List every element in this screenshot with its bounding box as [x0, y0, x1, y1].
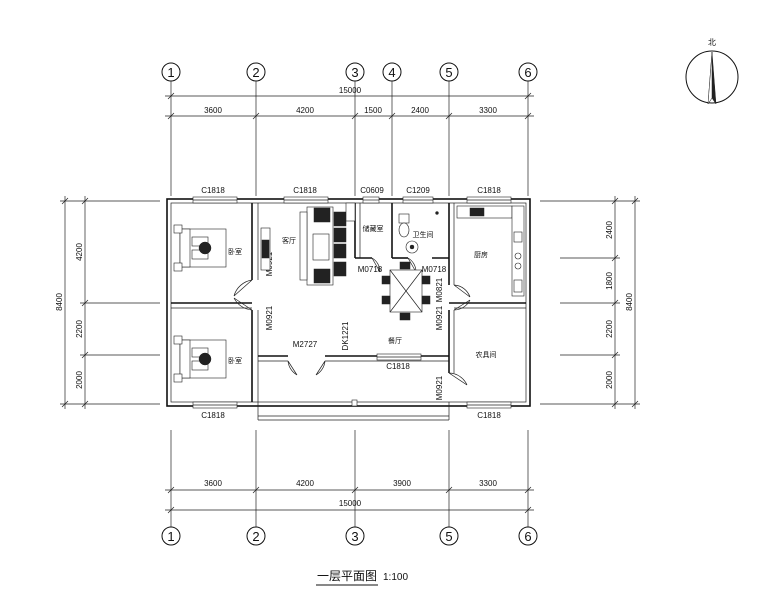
right-total-dimension: 8400	[625, 293, 634, 311]
left-dimension-lines	[60, 196, 160, 409]
window-label-c1818-bottom-1: C1818	[201, 411, 225, 420]
right-dimension-3: 2200	[605, 320, 614, 338]
door-label-m0718-b: M0718	[422, 265, 447, 274]
window-label-c1818-top-5: C1818	[477, 186, 501, 195]
window-label-c1818-top-1: C1818	[201, 186, 225, 195]
window-label-c1209: C1209	[406, 186, 430, 195]
top-axis-bubbles: 1 2 3 4 5 6	[161, 62, 538, 82]
window-label-c1818-top-2: C1818	[293, 186, 317, 195]
dining-table	[381, 261, 431, 321]
drawing-title-text: 一层平面图	[317, 569, 377, 583]
door-label-m0921-b: M0921	[265, 305, 274, 330]
top-dimension-1: 3600	[204, 106, 222, 115]
room-label-kitchen: 厨房	[474, 250, 488, 259]
door-label-m0821: M0821	[435, 277, 444, 302]
door-label-m0921-c: M0921	[435, 305, 444, 330]
windows	[192, 196, 512, 409]
drawing-title: 一层平面图 1:100	[316, 569, 408, 586]
axis-bubble-bottom-6: 6	[524, 529, 531, 544]
bottom-dimension-4: 3300	[479, 479, 497, 488]
top-dimension-3: 1500	[364, 106, 382, 115]
axis-bubble-top-2: 2	[252, 65, 259, 80]
room-label-living: 客厅	[282, 236, 296, 245]
axis-bubble-bottom-2: 2	[252, 529, 259, 544]
bottom-total-dimension: 15000	[339, 499, 362, 508]
drawing-scale: 1:100	[383, 572, 408, 583]
bottom-dimension-lines	[165, 430, 534, 527]
room-label-farm-tools: 农具间	[476, 350, 497, 359]
door-label-dk1221: DK1221	[341, 321, 350, 350]
right-dimension-lines	[540, 196, 640, 409]
top-dimension-5: 3300	[479, 106, 497, 115]
axis-bubble-bottom-3: 3	[351, 529, 358, 544]
bottom-axis-bubbles: 1 2 3 5 6	[161, 526, 538, 546]
room-label-bedroom-2: 卧室	[228, 356, 242, 365]
axis-bubble-top-5: 5	[445, 65, 452, 80]
north-arrow: 北	[685, 38, 739, 105]
door-label-m0718-a: M0718	[358, 265, 383, 274]
north-label: 北	[708, 38, 716, 47]
right-dimension-4: 2000	[605, 371, 614, 389]
left-dimension-3: 2000	[75, 371, 84, 389]
door-swings	[233, 257, 471, 386]
window-label-c1818-bottom-2: C1818	[477, 411, 501, 420]
top-total-dimension: 15000	[339, 86, 362, 95]
bottom-dimension-2: 4200	[296, 479, 314, 488]
window-label-c0609: C0609	[360, 186, 384, 195]
bed-2	[173, 335, 227, 383]
left-dimension-1: 4200	[75, 243, 84, 261]
top-dimension-2: 4200	[296, 106, 314, 115]
room-label-storage: 储藏室	[363, 224, 384, 233]
axis-bubble-top-6: 6	[524, 65, 531, 80]
tv-cabinet	[260, 227, 271, 271]
bottom-dimension-1: 3600	[204, 479, 222, 488]
axis-bubble-top-3: 3	[351, 65, 358, 80]
window-label-c1818-dining: C1818	[386, 362, 410, 371]
right-dimension-1: 2400	[605, 221, 614, 239]
left-dimension-2: 2200	[75, 320, 84, 338]
room-label-bedroom-1: 卧室	[228, 247, 242, 256]
room-label-bath: 卫生间	[413, 230, 434, 239]
toilet-fixtures	[398, 211, 439, 254]
bottom-dimension-3: 3900	[393, 479, 411, 488]
axis-bubble-top-4: 4	[388, 65, 395, 80]
axis-bubble-bottom-5: 5	[445, 529, 452, 544]
right-dimension-2: 1800	[605, 272, 614, 290]
top-dimension-4: 2400	[411, 106, 429, 115]
top-dimension-lines	[165, 81, 534, 196]
sofa-set	[299, 206, 347, 286]
door-label-m2727: M2727	[293, 340, 318, 349]
bed-1	[173, 224, 227, 272]
axis-bubble-bottom-1: 1	[167, 529, 174, 544]
door-label-m0921-d: M0921	[435, 375, 444, 400]
storage-shelf	[345, 202, 356, 222]
room-label-dining: 餐厅	[388, 336, 402, 345]
kitchen-counter	[456, 205, 525, 297]
left-total-dimension: 8400	[55, 293, 64, 311]
axis-bubble-top-1: 1	[167, 65, 174, 80]
